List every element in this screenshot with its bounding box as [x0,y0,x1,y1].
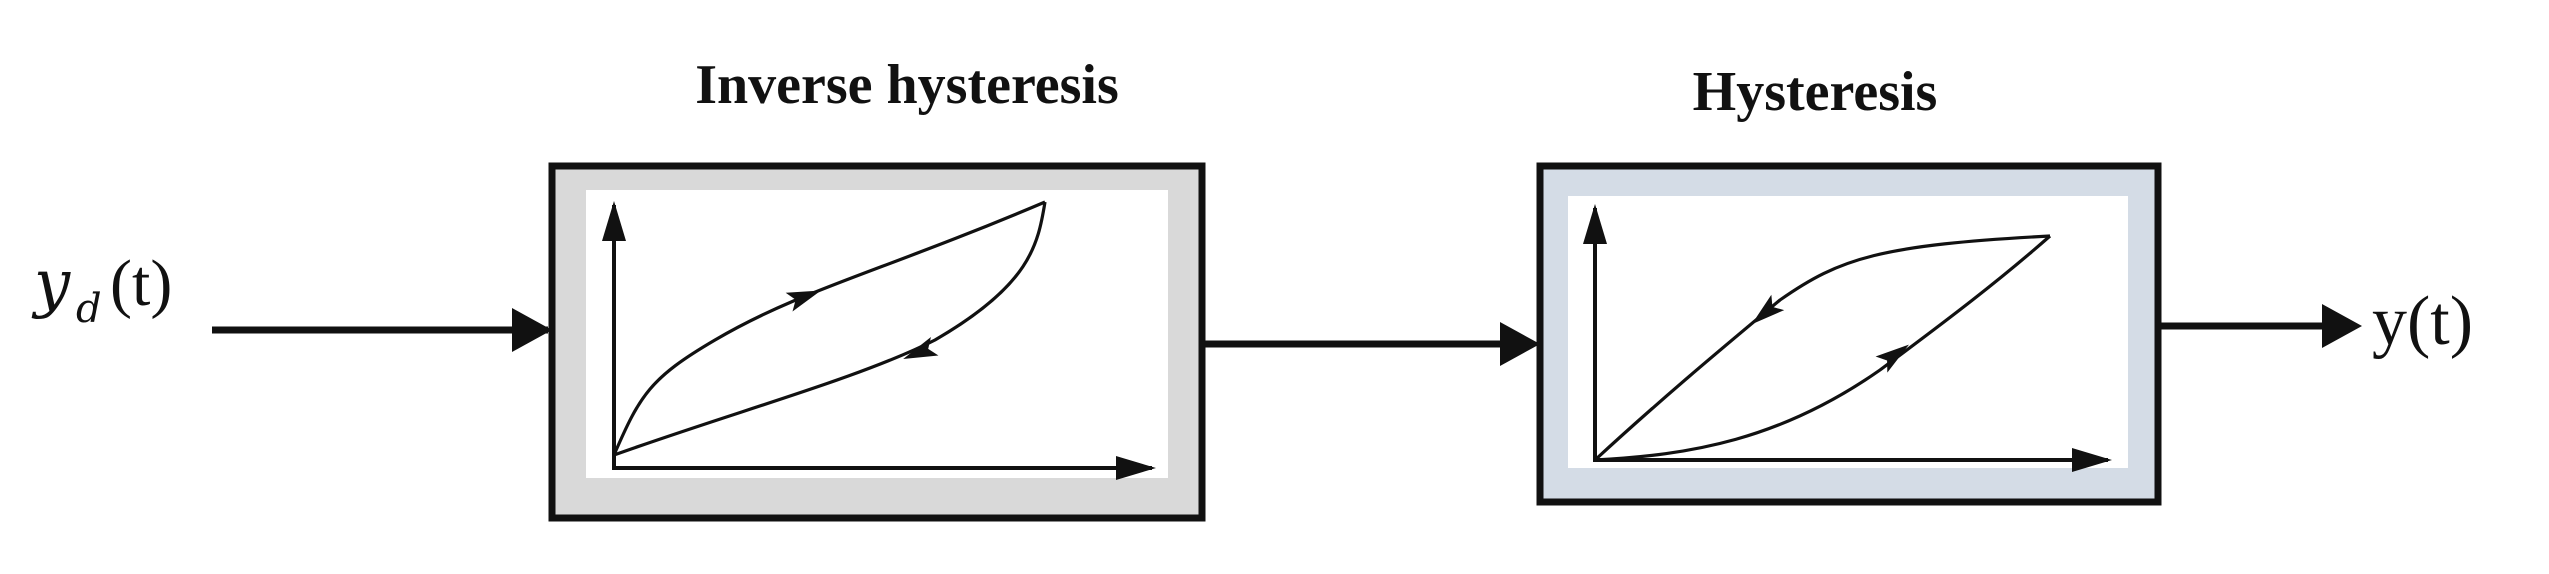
input-arrowhead [512,308,552,352]
hysteresis-lower-direction-arrow [1875,344,1909,373]
input-symbol: y [31,247,71,321]
inverse-lower-direction-arrow [903,336,939,359]
connector-arrowhead [1500,322,1540,366]
inverse-upper-direction-arrow [785,290,822,312]
output-signal-label: y(t) [2372,283,2473,360]
inverse-hysteresis-title: Inverse hysteresis [695,54,1119,116]
inverse-upper-branch [612,200,1046,456]
hysteresis-title: Hysteresis [1693,61,1938,123]
input-signal-label: y d (t) [31,247,172,332]
inverse-hysteresis-block [548,162,1206,522]
hysteresis-plot-area [1568,196,2128,468]
output-arrowhead [2322,304,2362,348]
hysteresis-upper-direction-arrow [1751,294,1785,325]
hysteresis-lower-branch [1594,234,2052,462]
input-argument: (t) [110,247,172,320]
hysteresis-upper-branch [1593,234,2051,462]
hysteresis-block [1536,162,2162,506]
input-subscript: d [76,286,102,332]
